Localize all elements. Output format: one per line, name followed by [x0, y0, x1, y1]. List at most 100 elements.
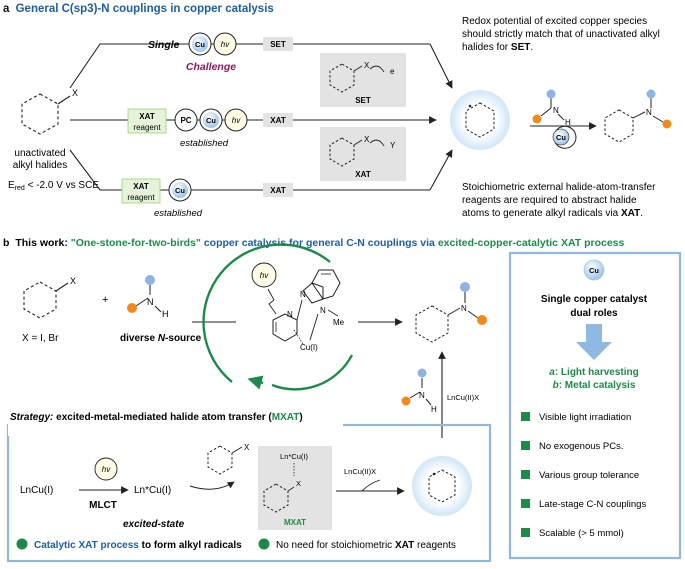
copper-complex-catalyst: hv N N N Me Cu(I) [251, 262, 345, 352]
note-bottom-line-1: Stoichiometric external halide-atom-tran… [462, 182, 656, 193]
amine-nitrogen-source-b: N H [127, 275, 169, 319]
xat-reagent-label-4: reagent [127, 193, 155, 202]
svg-text:Me: Me [333, 318, 345, 327]
side-title-1: Single copper catalyst [541, 294, 648, 305]
substrate-in-mxat: X [207, 443, 250, 475]
feature-bullet [521, 412, 530, 421]
svg-text:Cu: Cu [195, 40, 205, 49]
note-bottom-line-2: reagents are required to abstract halide [462, 195, 637, 206]
strategy-label: Strategy: excited-metal-mediated halide … [10, 412, 303, 423]
feature-bullet [521, 499, 530, 508]
note-top-line-2: should strictly match that of unactivate… [462, 29, 660, 40]
role-b: b: Metal catalysis [553, 380, 636, 391]
svg-text:Ln*Cu(I): Ln*Cu(I) [280, 452, 308, 461]
svg-text:XAT: XAT [355, 170, 371, 179]
n-source-label: diverse N-source [120, 333, 202, 344]
svg-text:N: N [147, 297, 154, 307]
svg-text:e: e [390, 67, 395, 76]
bullet-no-xat-reagents: No need for stoichiometric XAT reagents [276, 540, 456, 551]
mxat-transition-state: Ln*Cu(I) X MXAT [258, 446, 332, 530]
single-label: Single [148, 39, 180, 51]
lncu1-label: LnCu(I) [20, 485, 53, 496]
xat-reagent-label-1: XAT [139, 112, 155, 121]
down-arrow [576, 324, 612, 360]
feature-list: Visible light irradiation No exogenous PC… [521, 412, 646, 539]
svg-text:N: N [553, 106, 559, 115]
xat-tag-2: XAT [270, 186, 286, 195]
cu-cycle-thermal: Cu [168, 178, 192, 202]
amine-nitrogen-source-a: N H [532, 89, 571, 127]
hv-bubble-mlct: hv [94, 457, 118, 481]
lncu2x-vertical-label: LnCu(II)X [447, 393, 479, 402]
established-label-2: established [154, 208, 203, 219]
svg-text:H: H [565, 118, 571, 127]
svg-text:X: X [364, 135, 370, 144]
svg-text:Cu: Cu [589, 266, 599, 275]
svg-text:X: X [244, 443, 250, 452]
bullet-catalytic-xat: Catalytic XAT process to form alkyl radi… [34, 540, 242, 551]
product-a: N [604, 89, 672, 143]
feature-bullet [521, 470, 530, 479]
xat-tag-1: XAT [270, 116, 286, 125]
feature-item: Late-stage C-N couplings [539, 499, 646, 510]
svg-text:Cu: Cu [206, 116, 216, 125]
side-title-2: dual roles [570, 308, 618, 319]
svg-text:N: N [320, 306, 326, 315]
svg-text:X: X [364, 61, 370, 70]
note-bottom-line-3: atoms to generate alkyl radicals via XAT… [462, 208, 643, 219]
svg-text:SET: SET [355, 96, 371, 105]
alkyl-radical-a [450, 90, 510, 150]
cu-hv-cycle-single: Cu hv [188, 32, 237, 56]
alkyl-radical-b [412, 456, 472, 516]
set-tag: SET [270, 40, 286, 49]
panel-a-heading: a General C(sp3)-N couplings in copper c… [3, 3, 274, 15]
excited-state-label: excited-state [123, 519, 185, 530]
challenge-label: Challenge [186, 61, 236, 73]
svg-text:Cu(I): Cu(I) [300, 343, 318, 352]
xat-reagent-label-3: XAT [133, 182, 149, 191]
svg-text:hv: hv [221, 40, 230, 49]
mlct-label: MLCT [89, 500, 117, 511]
svg-text:H: H [162, 309, 169, 319]
svg-text:hv: hv [260, 271, 269, 280]
svg-text:PC: PC [180, 116, 191, 125]
svg-text:N: N [419, 391, 425, 400]
svg-text:hv: hv [102, 465, 111, 474]
alkyl-halide-substrate-a: X [21, 88, 78, 135]
panel-b-heading: b This work: "One-stone-for-two-birds" c… [3, 237, 625, 249]
lncu2x-arrow-label: LnCu(II)X [344, 467, 376, 476]
svg-text:N: N [461, 304, 467, 313]
feature-bullet [521, 441, 530, 450]
cu-catalyst-a: Cu [556, 133, 566, 142]
feature-item: Visible light irradiation [539, 412, 631, 423]
feature-item: No exogenous PCs. [539, 441, 624, 452]
substrate-label-2: alkyl halides [13, 160, 67, 171]
svg-text:N: N [287, 310, 293, 319]
svg-text:X: X [296, 479, 301, 488]
excited-cu-label: Ln*Cu(I) [134, 485, 171, 496]
set-box: X e SET [320, 53, 406, 107]
svg-text:hv: hv [232, 116, 241, 125]
xat-box: X Y XAT [320, 127, 406, 181]
note-top-line-3: halides for SET. [462, 42, 533, 53]
amine-nitrogen-source-c: N H [401, 368, 437, 414]
role-a: a: Light harvesting [549, 367, 638, 378]
cu-sphere-side: Cu [583, 259, 605, 281]
svg-text:Y: Y [390, 141, 396, 150]
feature-item: Scalable (> 5 mmol) [539, 528, 624, 539]
xat-reagent-label-2: reagent [133, 123, 161, 132]
svg-text:N: N [300, 290, 306, 299]
alkyl-halide-substrate-b: X [23, 276, 76, 319]
note-top-line-1: Redox potential of excited copper specie… [462, 16, 647, 27]
substrate-label-1: unactivated [14, 148, 65, 159]
svg-text:H: H [431, 405, 437, 414]
pc-cu-hv-cycle: PC Cu hv [174, 108, 248, 132]
feature-item: Various group tolerance [539, 470, 639, 481]
halide-scope-label: X = I, Br [22, 333, 59, 344]
svg-text:X: X [70, 276, 76, 286]
plus-sign: + [102, 294, 108, 306]
svg-text:Cu: Cu [175, 186, 185, 195]
established-label-1: established [180, 138, 229, 149]
feature-bullet [521, 528, 530, 537]
